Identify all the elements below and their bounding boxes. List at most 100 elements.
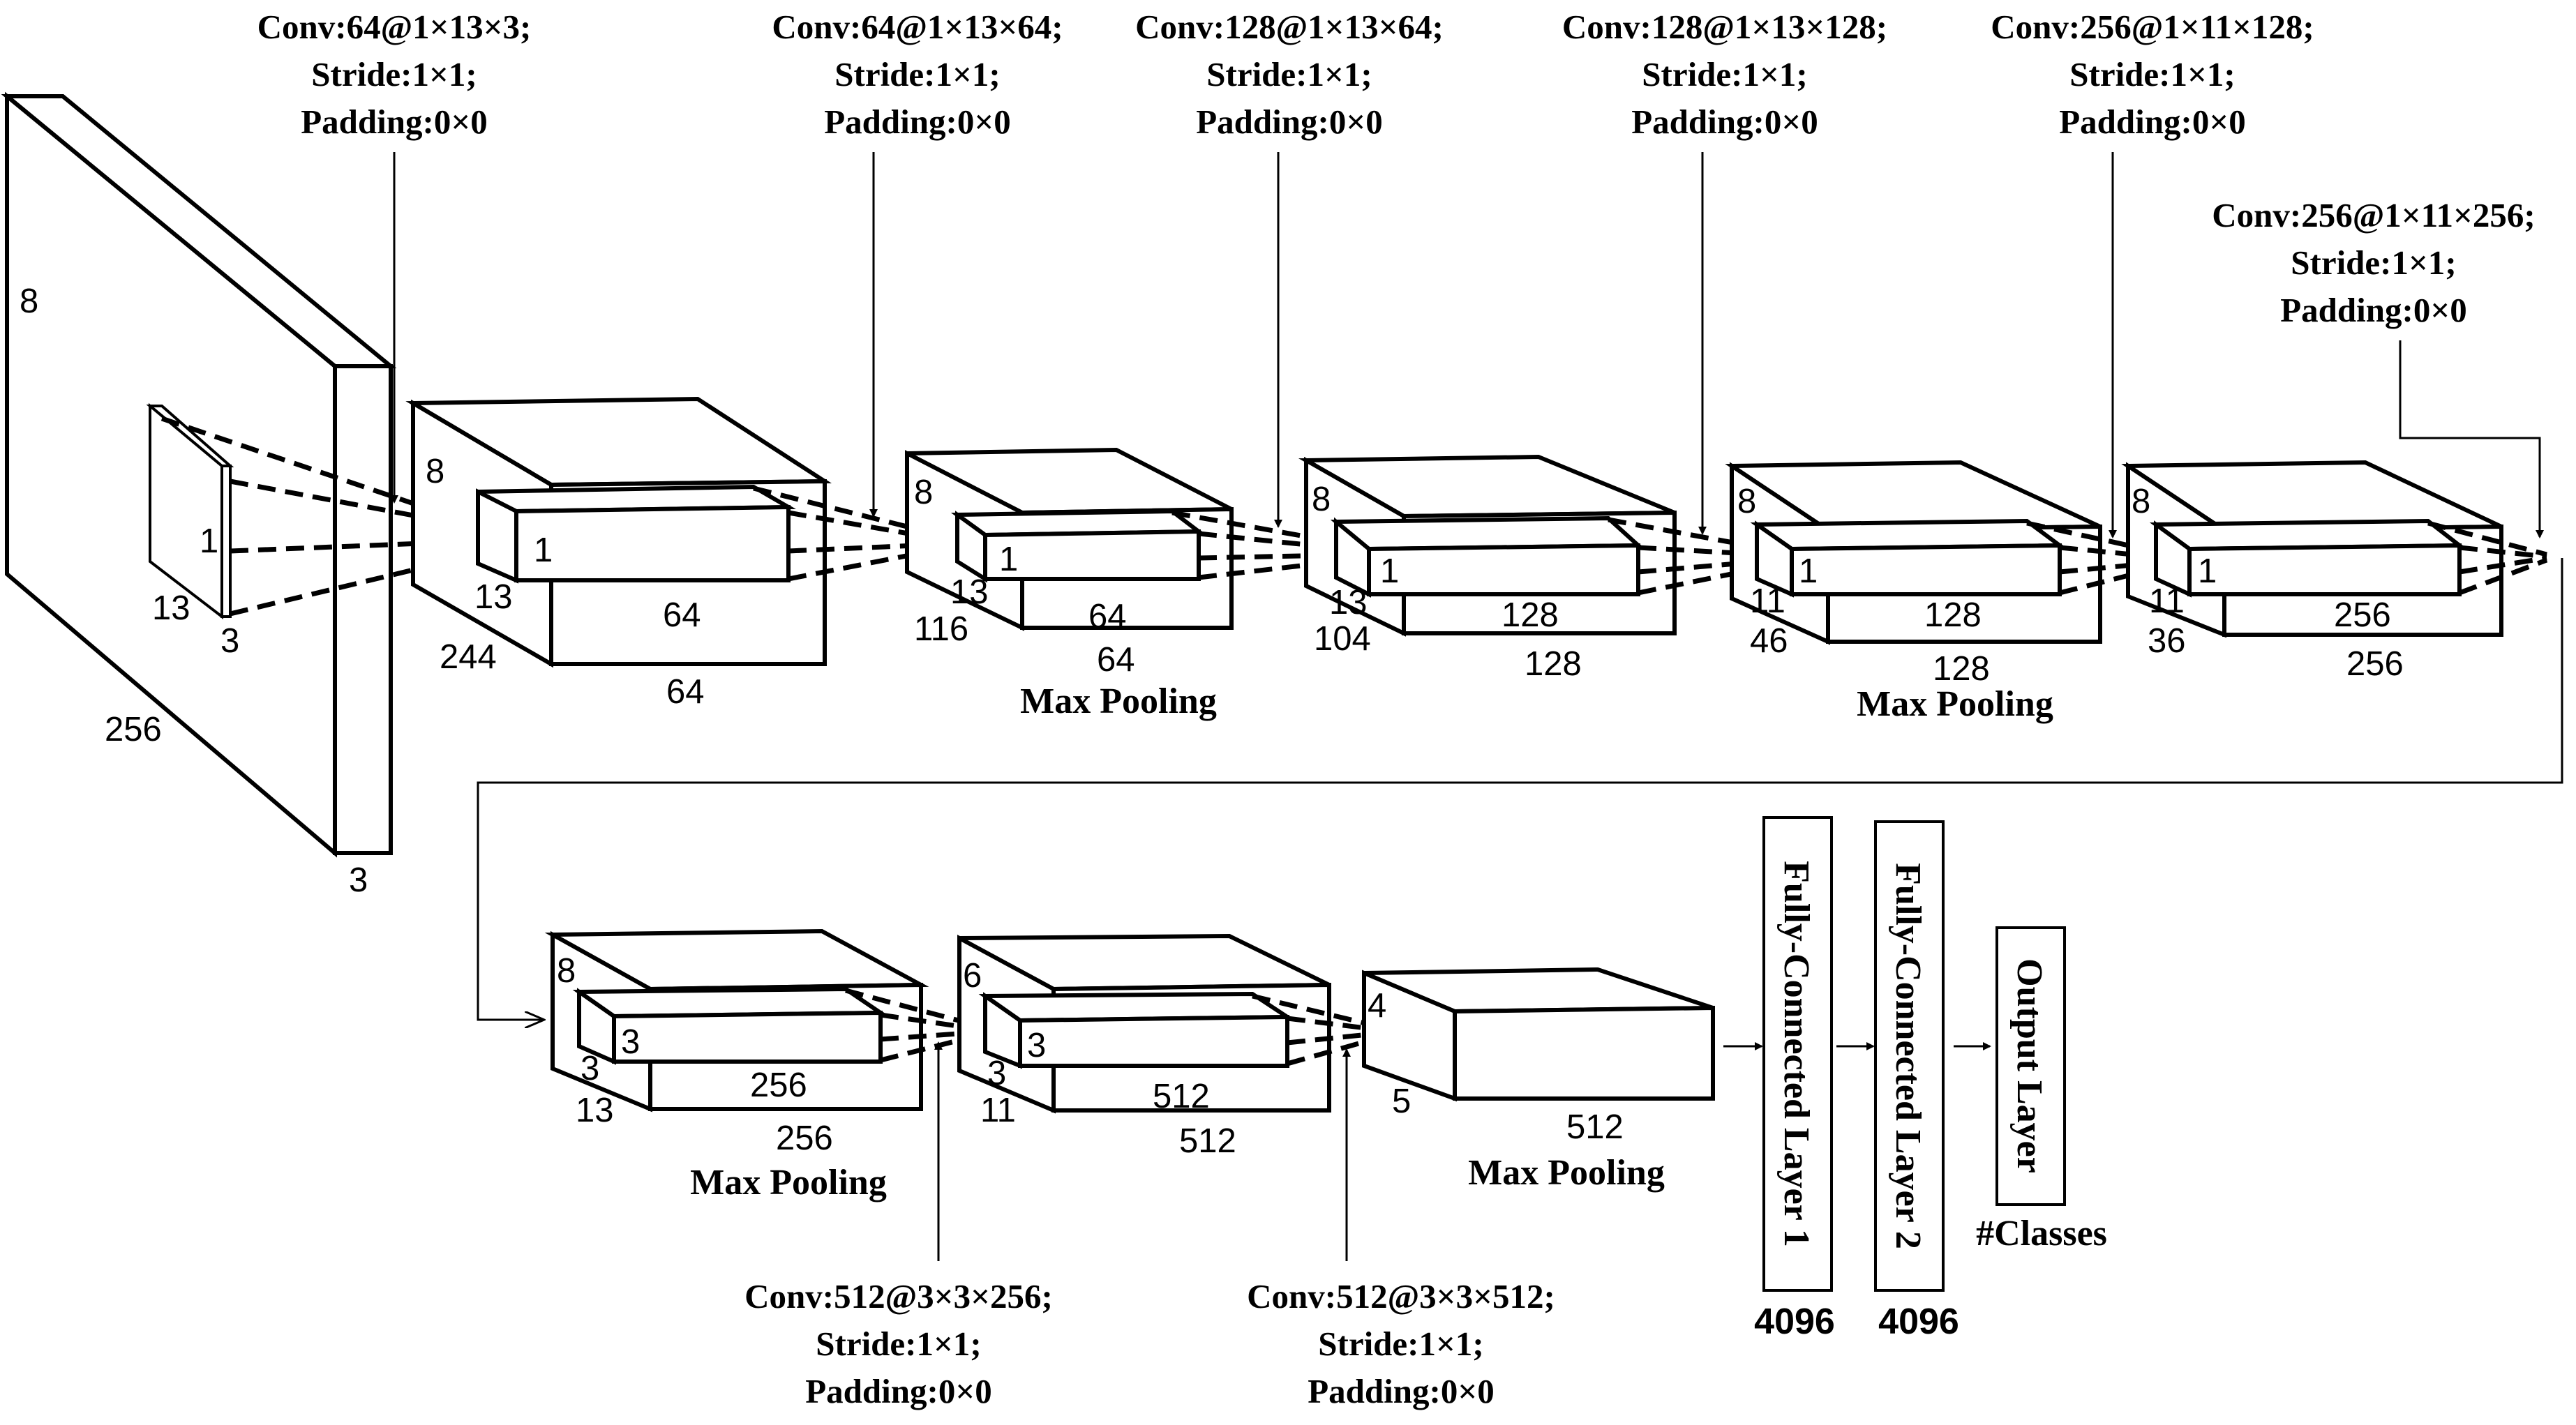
conv2-op: Conv:64@1×13×64; — [772, 8, 1063, 46]
b6-width: 13 — [576, 1092, 614, 1129]
fc1-label: Fully-Connected Layer 1 — [1776, 861, 1816, 1247]
conv7-padding: Padding:0×0 — [805, 1372, 992, 1410]
b4-height: 8 — [1737, 483, 1756, 520]
b4-width: 46 — [1750, 622, 1788, 660]
b4-kernel-w: 11 — [1750, 582, 1785, 620]
input-width-label: 256 — [105, 711, 162, 748]
b4-kernel-d: 128 — [1924, 596, 1982, 634]
b1-depth: 64 — [666, 673, 705, 711]
conv3-stride: Stride:1×1; — [1206, 55, 1372, 93]
b7-kernel-w: 3 — [987, 1055, 1006, 1092]
b6-pool-label: Max Pooling — [690, 1163, 887, 1202]
b8-height: 4 — [1368, 987, 1386, 1025]
conv-label-5: Conv:256@1×11×128; Stride:1×1; Padding:0… — [1991, 8, 2314, 538]
conv2-stride: Stride:1×1; — [834, 55, 1001, 93]
conv6-op: Conv:256@1×11×256; — [2212, 196, 2536, 234]
feature-block-1: 8 244 64 1 13 64 — [405, 396, 832, 711]
b2-kernel-d: 64 — [1088, 598, 1127, 635]
feature-block-3: 8 104 128 1 13 128 — [1298, 454, 1677, 683]
kernel-width-label: 13 — [152, 589, 190, 627]
b7-width: 11 — [980, 1092, 1016, 1129]
conv8-padding: Padding:0×0 — [1308, 1372, 1495, 1410]
conv7-stride: Stride:1×1; — [816, 1325, 982, 1363]
b1-height: 8 — [426, 453, 444, 490]
kernel-depth-label: 3 — [220, 622, 239, 660]
conv-label-4: Conv:128@1×13×128; Stride:1×1; Padding:0… — [1562, 8, 1887, 535]
output-units: #Classes — [1976, 1214, 2107, 1253]
b5-kernel-h: 1 — [2198, 552, 2217, 590]
output-label: Output Layer — [2009, 958, 2049, 1173]
input-depth-label: 3 — [349, 861, 368, 899]
feature-block-8: 4 5 512 Max Pooling — [1362, 967, 1715, 1193]
b2-depth: 64 — [1097, 641, 1135, 679]
b6-kernel-w: 3 — [581, 1050, 599, 1087]
conv-label-8: Conv:512@3×3×512; Stride:1×1; Padding:0×… — [1247, 1048, 1555, 1410]
b6-depth: 256 — [776, 1119, 833, 1157]
fc2-units: 4096 — [1878, 1302, 1959, 1342]
input-volume: 8 256 3 1 13 3 — [1, 91, 397, 899]
feature-block-5: 8 36 256 1 11 256 — [2121, 460, 2503, 683]
conv5-op: Conv:256@1×11×128; — [1991, 8, 2314, 46]
b7-height: 6 — [963, 957, 982, 995]
conv4-op: Conv:128@1×13×128; — [1562, 8, 1887, 46]
output-layer: Output Layer #Classes — [1976, 926, 2107, 1253]
b1-kernel-w: 13 — [474, 578, 513, 616]
b6-kernel-h: 3 — [621, 1023, 640, 1061]
projection-lines-7 — [845, 988, 978, 1063]
feature-block-6: 8 13 256 3 3 256 Max Pooling — [544, 928, 929, 1202]
input-height-label: 8 — [20, 282, 38, 320]
conv6-padding: Padding:0×0 — [2280, 291, 2467, 329]
row-wrap-connector — [477, 558, 2563, 1020]
conv8-op: Conv:512@3×3×512; — [1247, 1277, 1555, 1315]
b1-kernel-d: 64 — [663, 596, 701, 634]
conv4-stride: Stride:1×1; — [1642, 55, 1808, 93]
conv7-op: Conv:512@3×3×256; — [744, 1277, 1053, 1315]
b3-kernel-d: 128 — [1502, 596, 1559, 634]
conv-label-2: Conv:64@1×13×64; Stride:1×1; Padding:0×0 — [772, 8, 1063, 518]
projection-lines-6 — [2427, 520, 2548, 596]
b2-pool-label: Max Pooling — [1020, 681, 1217, 721]
conv-label-7: Conv:512@3×3×256; Stride:1×1; Padding:0×… — [744, 1041, 1053, 1410]
conv5-padding: Padding:0×0 — [2059, 103, 2246, 141]
fc-layer-2: Fully-Connected Layer 2 4096 — [1874, 820, 1959, 1342]
b1-kernel-h: 1 — [534, 531, 553, 569]
conv5-stride: Stride:1×1; — [2069, 55, 2236, 93]
b3-kernel-h: 1 — [1380, 552, 1399, 590]
b6-kernel-d: 256 — [750, 1066, 807, 1104]
b8-depth: 512 — [1566, 1108, 1624, 1146]
conv-label-6: Conv:256@1×11×256; Stride:1×1; Padding:0… — [2212, 196, 2544, 538]
b5-kernel-d: 256 — [2334, 596, 2391, 634]
b5-kernel-w: 11 — [2149, 582, 2185, 620]
b5-width: 36 — [2148, 622, 2186, 660]
b3-height: 8 — [1312, 481, 1331, 518]
feature-block-4: 8 46 128 1 11 128 Max Pooling — [1725, 460, 2102, 724]
b7-depth: 512 — [1179, 1122, 1236, 1160]
conv3-padding: Padding:0×0 — [1196, 103, 1383, 141]
conv-label-1: Conv:64@1×13×3; Stride:1×1; Padding:0×0 — [257, 8, 531, 504]
b3-kernel-w: 13 — [1329, 584, 1368, 621]
b2-kernel-w: 13 — [950, 573, 989, 611]
conv1-stride: Stride:1×1; — [311, 55, 477, 93]
b3-width: 104 — [1314, 620, 1371, 658]
kernel-height-label: 1 — [200, 522, 218, 560]
b7-kernel-d: 512 — [1153, 1078, 1210, 1115]
conv4-padding: Padding:0×0 — [1631, 103, 1818, 141]
conv2-padding: Padding:0×0 — [824, 103, 1011, 141]
b4-kernel-h: 1 — [1799, 552, 1818, 590]
fc2-label: Fully-Connected Layer 2 — [1888, 863, 1928, 1249]
feature-block-7: 6 11 512 3 3 512 — [957, 933, 1331, 1160]
fc1-units: 4096 — [1754, 1302, 1835, 1342]
feature-block-2: 8 116 64 1 13 64 Max Pooling — [905, 447, 1234, 721]
b8-width: 5 — [1392, 1083, 1411, 1120]
b3-depth: 128 — [1525, 645, 1582, 683]
b2-width: 116 — [914, 610, 968, 648]
b1-width: 244 — [440, 638, 497, 676]
b4-pool-label: Max Pooling — [1857, 684, 2053, 724]
b8-pool-label: Max Pooling — [1468, 1153, 1665, 1193]
b6-height: 8 — [557, 952, 576, 990]
conv-label-3: Conv:128@1×13×64; Stride:1×1; Padding:0×… — [1135, 8, 1444, 528]
b5-height: 8 — [2132, 483, 2150, 520]
b4-depth: 128 — [1933, 650, 1990, 688]
